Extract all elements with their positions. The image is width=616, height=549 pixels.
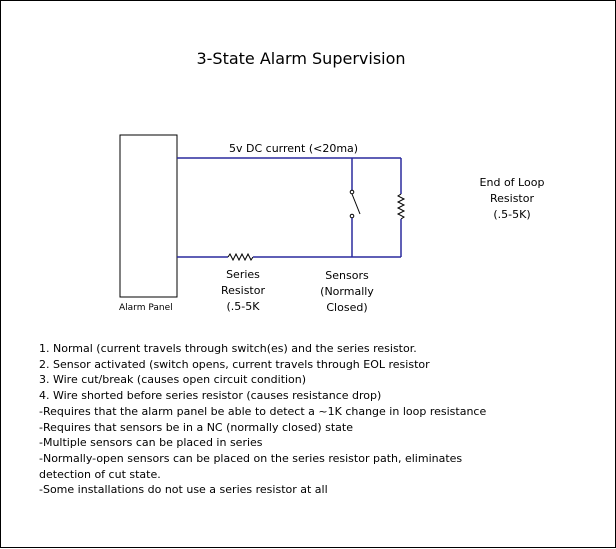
diagram-title: 3-State Alarm Supervision	[196, 49, 406, 68]
note-line: -Normally-open sensors can be placed on …	[39, 451, 463, 465]
note-line: 1. Normal (current travels through switc…	[39, 342, 417, 355]
switch-contact-bottom	[349, 213, 355, 219]
note-line: 4. Wire shorted before series resistor (…	[39, 389, 382, 403]
note-line: -Requires that sensors be in a NC (norma…	[39, 420, 353, 434]
eol-resistor-line: Resistor	[490, 192, 534, 205]
note-line: 2. Sensor activated (switch opens, curre…	[39, 357, 430, 371]
switch-blade	[351, 193, 361, 215]
series-resistor-line: Resistor	[221, 284, 265, 297]
current-label: 5v DC current (<20ma)	[229, 142, 359, 155]
sensors-line: Closed)	[326, 301, 368, 314]
eol-resistor-line: (.5-5K)	[493, 208, 531, 221]
sensors-line: (Normally	[320, 285, 374, 298]
series-resistor-symbol	[227, 252, 254, 262]
eol-resistor-line: End of Loop	[479, 176, 545, 189]
sensors-line: Sensors	[325, 269, 369, 282]
note-line: -Multiple sensors can be placed in serie…	[39, 436, 263, 450]
eol-resistor-symbol	[396, 193, 406, 220]
eol-resistor-label: End of Loop Resistor (.5-5K)	[467, 175, 557, 223]
alarm-panel-box	[119, 134, 178, 298]
note-line: -Requires that the alarm panel be able t…	[39, 404, 487, 418]
series-resistor-label: Series Resistor (.5-5K	[211, 267, 275, 315]
note-line: detection of cut state.	[39, 467, 161, 481]
switch-contact-top	[349, 189, 355, 195]
note-line: 3. Wire cut/break (causes open circuit c…	[39, 373, 307, 387]
series-resistor-line: Series	[226, 268, 260, 281]
note-line: -Some installations do not use a series …	[39, 483, 328, 497]
notes-list: 1. Normal (current travels through switc…	[39, 341, 599, 498]
alarm-panel-label: Alarm Panel	[119, 303, 173, 313]
series-resistor-line: (.5-5K	[226, 300, 260, 313]
sensors-label: Sensors (Normally Closed)	[311, 268, 383, 316]
